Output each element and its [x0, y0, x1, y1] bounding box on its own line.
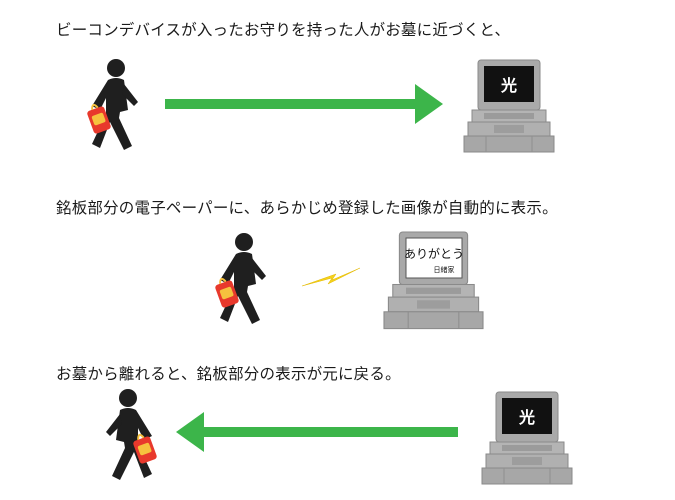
approach-arrow [165, 82, 445, 130]
walking-person-3 [98, 388, 168, 488]
e-paper-plate-2 [405, 237, 463, 279]
step3-caption: お墓から離れると、銘板部分の表示が元に戻る。 [56, 365, 401, 383]
step1-caption: ビーコンデバイスが入ったお守りを持った人がお墓に近づくと、 [56, 21, 511, 39]
plate-text-2: ありがとう [404, 246, 464, 261]
gravestone-1: 光 [463, 59, 560, 160]
plate-text-1: 光 [500, 76, 517, 95]
plate-text-3: 光 [518, 408, 535, 427]
plate-subtext-2: 日緒家 [434, 265, 455, 274]
leave-arrow [174, 410, 458, 458]
gravestone-2: ありがとう 日緒家 [383, 231, 490, 336]
walking-person-2 [213, 232, 284, 332]
signal-lightning-icon [301, 266, 362, 296]
walking-person-1 [85, 58, 156, 158]
e-paper-plate-1 [484, 66, 534, 102]
step2-caption: 銘板部分の電子ペーパーに、あらかじめ登録した画像が自動的に表示。 [56, 199, 558, 217]
e-paper-plate-3 [502, 398, 552, 434]
gravestone-3: 光 [481, 391, 578, 492]
